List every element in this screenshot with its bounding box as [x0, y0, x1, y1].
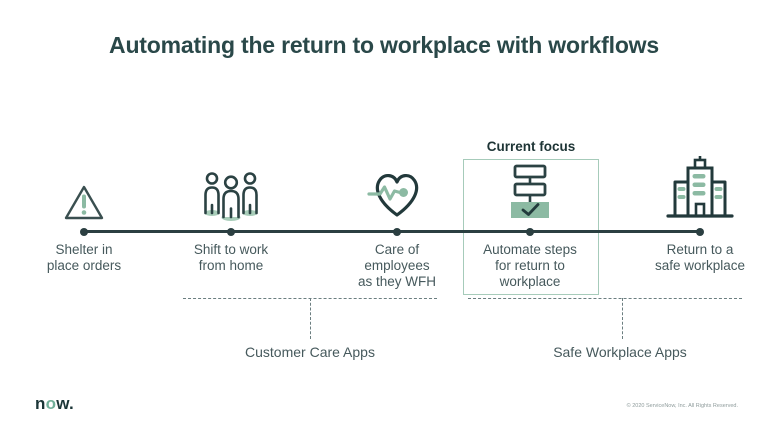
node-label-shelter-in-place: Shelter in place orders	[46, 242, 122, 273]
node-label-care-of-employees: Care of employees as they WFH	[357, 242, 436, 289]
slide-title: Automating the return to workplace with …	[109, 32, 659, 58]
customer-care-apps-label: Customer Care Apps	[245, 344, 375, 360]
building-icon	[665, 156, 735, 220]
safe-workplace-bracket-line	[468, 298, 742, 299]
timeline-line	[84, 230, 700, 233]
current-focus-label: Current focus	[486, 139, 576, 154]
timeline-dot-5	[696, 227, 704, 236]
logo-n: n	[35, 394, 46, 413]
timeline-dot-2	[227, 227, 235, 236]
safe-workplace-bracket-tick	[622, 298, 623, 339]
copyright-text: © 2020 ServiceNow, Inc. All Rights Reser…	[626, 403, 738, 409]
warning-triangle-icon	[63, 184, 105, 222]
people-group-icon	[199, 170, 263, 222]
node-label-shift-to-wfh: Shift to work from home	[193, 242, 269, 273]
node-label-automate-steps: Automate steps for return to workplace	[483, 242, 577, 289]
timeline-dot-3	[393, 227, 401, 236]
current-focus-box	[463, 159, 599, 295]
timeline-dot-4	[526, 227, 534, 236]
customer-care-bracket-tick	[310, 298, 311, 339]
servicenow-logo: now.	[35, 394, 74, 414]
logo-w: w.	[56, 394, 74, 413]
heart-pulse-icon	[367, 167, 427, 221]
node-label-return-safe-workplace: Return to a safe workplace	[654, 242, 746, 273]
safe-workplace-apps-label: Safe Workplace Apps	[553, 344, 687, 360]
logo-o: o	[45, 394, 57, 413]
workflow-check-icon	[504, 164, 556, 220]
timeline-dot-1	[80, 227, 88, 236]
